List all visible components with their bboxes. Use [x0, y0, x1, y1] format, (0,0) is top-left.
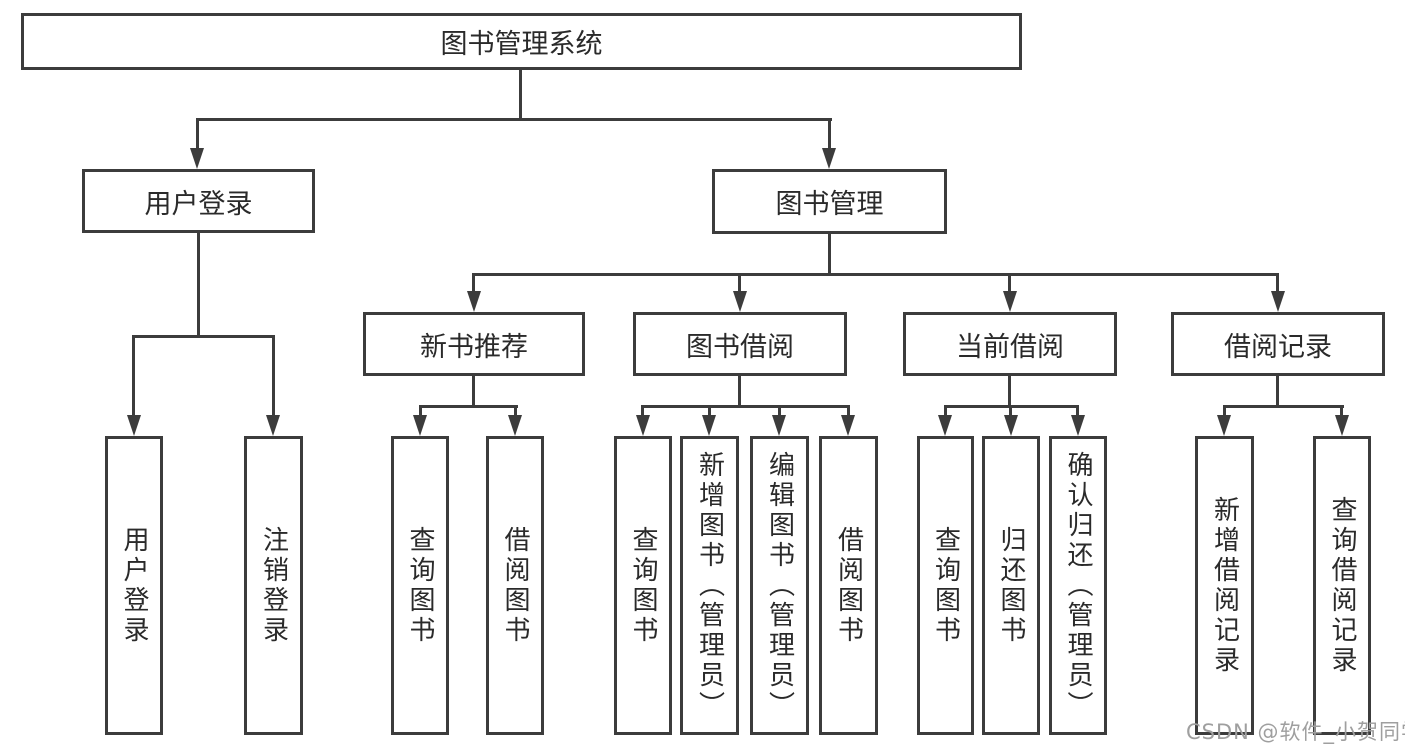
connector-line: [778, 405, 781, 418]
connector-line: [641, 405, 850, 408]
connector-line: [197, 233, 200, 338]
leaf-query-books-2: 查询图书: [614, 436, 672, 735]
node-borrow-records: 借阅记录: [1171, 312, 1385, 376]
leaf-query-borrow-record: 查询借阅记录: [1313, 436, 1371, 735]
connector-line: [196, 118, 832, 121]
leaf-add-book-admin: 新增图书（管理员）: [680, 436, 739, 735]
leaf-confirm-return-admin: 确认归还（管理员）: [1049, 436, 1107, 735]
connector-line: [472, 273, 1279, 276]
leaf-return-book: 归还图书: [982, 436, 1040, 735]
connector-arrowhead-icon: [1217, 415, 1231, 436]
leaf-user-login: 用户登录: [105, 436, 163, 735]
connector-line: [828, 234, 831, 276]
node-user-login: 用户登录: [82, 169, 315, 233]
connector-line: [519, 70, 522, 121]
connector-arrowhead-icon: [127, 415, 141, 436]
connector-line: [641, 405, 644, 418]
leaf-query-books-1: 查询图书: [391, 436, 449, 735]
node-book-borrowing: 图书借阅: [633, 312, 847, 376]
connector-arrowhead-icon: [822, 148, 836, 169]
connector-line: [1223, 405, 1344, 408]
connector-arrowhead-icon: [1004, 415, 1018, 436]
leaf-logout: 注销登录: [244, 436, 303, 735]
connector-line: [738, 273, 741, 293]
leaf-query-books-3: 查询图书: [917, 436, 974, 735]
connector-arrowhead-icon: [1335, 415, 1349, 436]
watermark: CSDN @软件_小贺同学: [1186, 720, 1405, 744]
connector-line: [944, 405, 947, 418]
connector-line: [132, 335, 275, 338]
connector-line: [828, 118, 831, 152]
node-library-system: 图书管理系统: [21, 13, 1022, 70]
connector-arrowhead-icon: [938, 415, 952, 436]
connector-line: [1276, 273, 1279, 293]
node-current-borrowing: 当前借阅: [903, 312, 1117, 376]
connector-line: [738, 376, 741, 408]
node-new-book-recommend: 新书推荐: [363, 312, 585, 376]
connector-line: [419, 405, 518, 408]
connector-line: [1276, 376, 1279, 408]
connector-line: [132, 335, 135, 418]
connector-line: [1009, 405, 1012, 418]
connector-arrowhead-icon: [1071, 415, 1085, 436]
connector-arrowhead-icon: [508, 415, 522, 436]
connector-line: [472, 273, 475, 293]
connector-line: [1008, 376, 1011, 408]
leaf-borrow-books-1: 借阅图书: [486, 436, 544, 735]
leaf-edit-book-admin: 编辑图书（管理员）: [750, 436, 809, 735]
connector-arrowhead-icon: [1271, 291, 1285, 312]
connector-line: [196, 118, 199, 152]
connector-arrowhead-icon: [467, 291, 481, 312]
node-book-management: 图书管理: [712, 169, 947, 234]
leaf-borrow-books-2: 借阅图书: [819, 436, 878, 735]
connector-arrowhead-icon: [1003, 291, 1017, 312]
connector-arrowhead-icon: [733, 291, 747, 312]
connector-line: [1008, 273, 1011, 293]
connector-line: [514, 405, 517, 418]
connector-arrowhead-icon: [190, 148, 204, 169]
connector-line: [472, 376, 475, 408]
connector-arrowhead-icon: [636, 415, 650, 436]
connector-line: [1223, 405, 1226, 418]
leaf-add-borrow-record: 新增借阅记录: [1195, 436, 1254, 735]
connector-line: [1340, 405, 1343, 418]
connector-line: [272, 335, 275, 418]
connector-line: [847, 405, 850, 418]
connector-arrowhead-icon: [772, 415, 786, 436]
connector-arrowhead-icon: [841, 415, 855, 436]
connector-arrowhead-icon: [702, 415, 716, 436]
connector-line: [1076, 405, 1079, 418]
connector-line: [708, 405, 711, 418]
connector-arrowhead-icon: [413, 415, 427, 436]
connector-line: [419, 405, 422, 418]
connector-arrowhead-icon: [266, 415, 280, 436]
